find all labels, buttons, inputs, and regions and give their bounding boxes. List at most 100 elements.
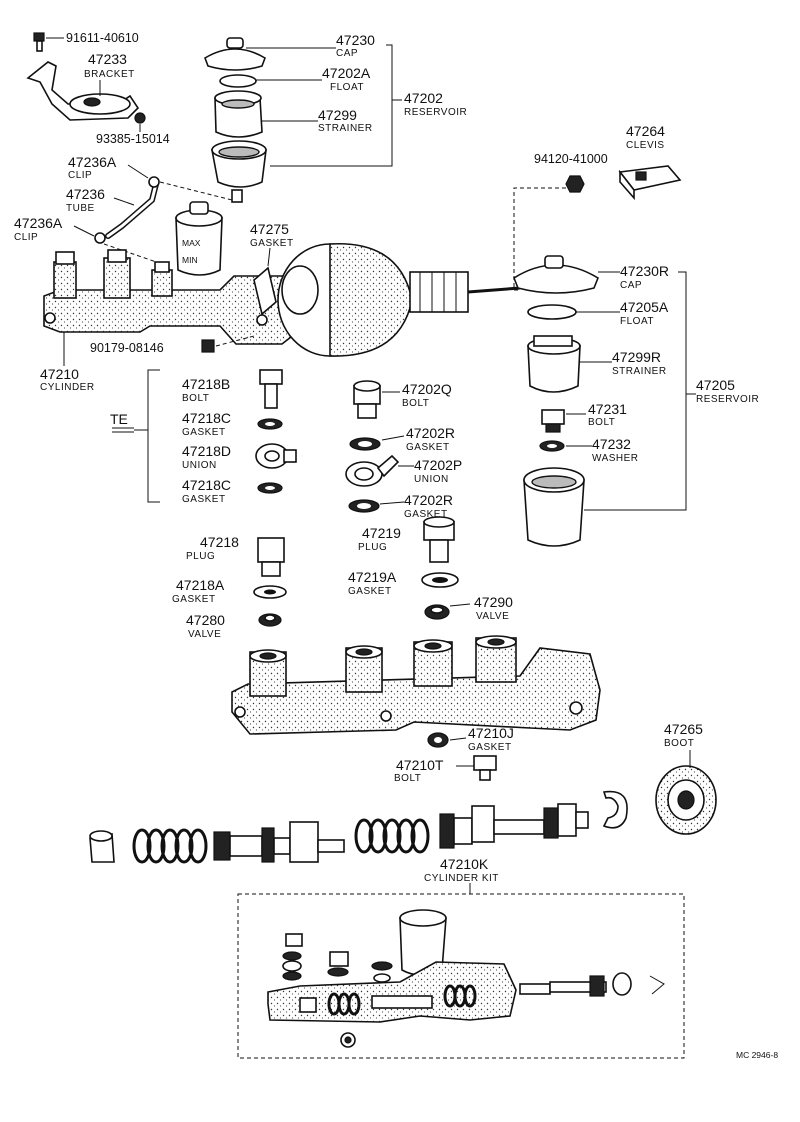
- label-47205: 47205: [696, 377, 735, 393]
- label-47210T: 47210T: [396, 757, 444, 773]
- reservoir-47205-icon: [523, 467, 585, 547]
- label-47236A-bot-name: CLIP: [14, 232, 38, 243]
- cap-47230R-icon: [513, 255, 599, 294]
- label-47202A-name: FLOAT: [330, 82, 364, 93]
- spring-2-icon: [354, 818, 430, 854]
- strainer-47299R-icon: [527, 335, 581, 393]
- label-47218C-1-name: GASKET: [182, 427, 226, 438]
- float-47205A-icon: [527, 304, 577, 320]
- label-47219-name: PLUG: [358, 542, 387, 553]
- plug-47218-icon: [257, 537, 285, 577]
- cylinder-kit-parts-icon: [267, 909, 665, 1048]
- label-47280-name: VALVE: [188, 629, 221, 640]
- label-47202Q: 47202Q: [402, 381, 452, 397]
- label-47236: 47236: [66, 186, 105, 202]
- label-47202A: 47202A: [322, 65, 371, 81]
- label-47236A-top-name: CLIP: [68, 170, 92, 181]
- spring-1-icon: [132, 828, 208, 864]
- bolt-47218B-icon: [259, 369, 283, 409]
- label-47205A-name: FLOAT: [620, 316, 654, 327]
- booster-icon: [277, 243, 521, 357]
- label-47202P-name: UNION: [414, 474, 449, 485]
- label-47299-name: STRAINER: [318, 123, 373, 134]
- label-47299R-name: STRAINER: [612, 366, 667, 377]
- label-47218C-2: 47218C: [182, 477, 231, 493]
- gasket-47202R-1-icon: [349, 437, 381, 451]
- svg-text:MIN: MIN: [182, 255, 198, 265]
- piston-spring-row-icon: [89, 790, 628, 864]
- label-te: TE: [110, 411, 128, 427]
- label-91611: 91611-40610: [66, 31, 139, 45]
- bolt-47231-icon: [541, 409, 565, 433]
- label-47280: 47280: [186, 612, 225, 628]
- label-47233: 47233: [88, 51, 127, 67]
- label-47230-name: CAP: [336, 48, 358, 59]
- label-47218C-2-name: GASKET: [182, 494, 226, 505]
- label-47230R: 47230R: [620, 263, 669, 279]
- label-47218C-1: 47218C: [182, 410, 231, 426]
- label-47265: 47265: [664, 721, 703, 737]
- gasket-47218C-1-icon: [257, 418, 283, 430]
- label-47210T-name: BOLT: [394, 773, 421, 784]
- label-47233-name: BRACKET: [84, 69, 135, 80]
- float-47202A-icon: [219, 74, 257, 88]
- label-47210-name: CYLINDER: [40, 382, 95, 393]
- valve-47290-icon: [424, 604, 450, 620]
- label-47230: 47230: [336, 32, 375, 48]
- reservoir-47202-icon: [211, 140, 267, 203]
- label-47202: 47202: [404, 90, 443, 106]
- label-47202-name: RESERVOIR: [404, 107, 467, 118]
- clevis-47264-icon: [618, 165, 682, 201]
- label-47236A-top: 47236A: [68, 154, 117, 170]
- label-47236-name: TUBE: [66, 203, 95, 214]
- label-47219A: 47219A: [348, 569, 397, 585]
- union-47218D-icon: [255, 443, 297, 469]
- label-47210K: 47210K: [440, 856, 489, 872]
- union-47202P-icon: [345, 454, 400, 487]
- gasket-47219A-icon: [421, 572, 459, 588]
- label-47232: 47232: [592, 436, 631, 452]
- cylinder-47210-assembly-icon: MAX MIN: [43, 201, 301, 345]
- label-47210J-name: GASKET: [468, 742, 512, 753]
- label-47218: 47218: [200, 534, 239, 550]
- label-47218B: 47218B: [182, 376, 230, 392]
- label-47218B-name: BOLT: [182, 393, 209, 404]
- label-47219: 47219: [362, 525, 401, 541]
- label-47299R: 47299R: [612, 349, 661, 365]
- cylinder-kit-frame: [237, 893, 685, 1059]
- label-47202R-2: 47202R: [404, 492, 453, 508]
- cylinder-body-icon: [231, 635, 601, 735]
- plug-47219-icon: [423, 516, 455, 563]
- label-47202R-1: 47202R: [406, 425, 455, 441]
- tube-47236-icon: [94, 176, 160, 244]
- strainer-47299-icon: [214, 90, 263, 138]
- label-47205-name: RESERVOIR: [696, 394, 759, 405]
- label-47210K-name: CYLINDER KIT: [424, 873, 499, 884]
- label-47218D-name: UNION: [182, 460, 217, 471]
- label-47290: 47290: [474, 594, 513, 610]
- label-47202R-2-name: GASKET: [404, 509, 448, 520]
- label-47210J: 47210J: [468, 725, 514, 741]
- gasket-47210J-icon: [427, 732, 449, 748]
- boot-47265-icon: [655, 765, 717, 835]
- gasket-47202R-2-icon: [348, 499, 380, 513]
- label-47264: 47264: [626, 123, 665, 139]
- valve-47280-icon: [258, 613, 282, 627]
- label-94120: 94120-41000: [534, 152, 608, 166]
- bolt-47202Q-icon: [353, 380, 381, 419]
- gasket-47275-icon: [253, 266, 277, 316]
- label-47202R-1-name: GASKET: [406, 442, 450, 453]
- label-47275-name: GASKET: [250, 238, 294, 249]
- bolt-91611-icon: [33, 32, 45, 52]
- label-47231-name: BOLT: [588, 417, 615, 428]
- bolt-90179-icon: [201, 339, 215, 353]
- cap-47230-icon: [204, 37, 266, 71]
- gasket-47218C-2-icon: [257, 482, 283, 494]
- label-47218D: 47218D: [182, 443, 231, 459]
- label-90179: 90179-08146: [90, 341, 164, 355]
- label-47231: 47231: [588, 401, 627, 417]
- label-47232-name: WASHER: [592, 453, 639, 464]
- label-47218A: 47218A: [176, 577, 225, 593]
- label-47275: 47275: [250, 221, 289, 237]
